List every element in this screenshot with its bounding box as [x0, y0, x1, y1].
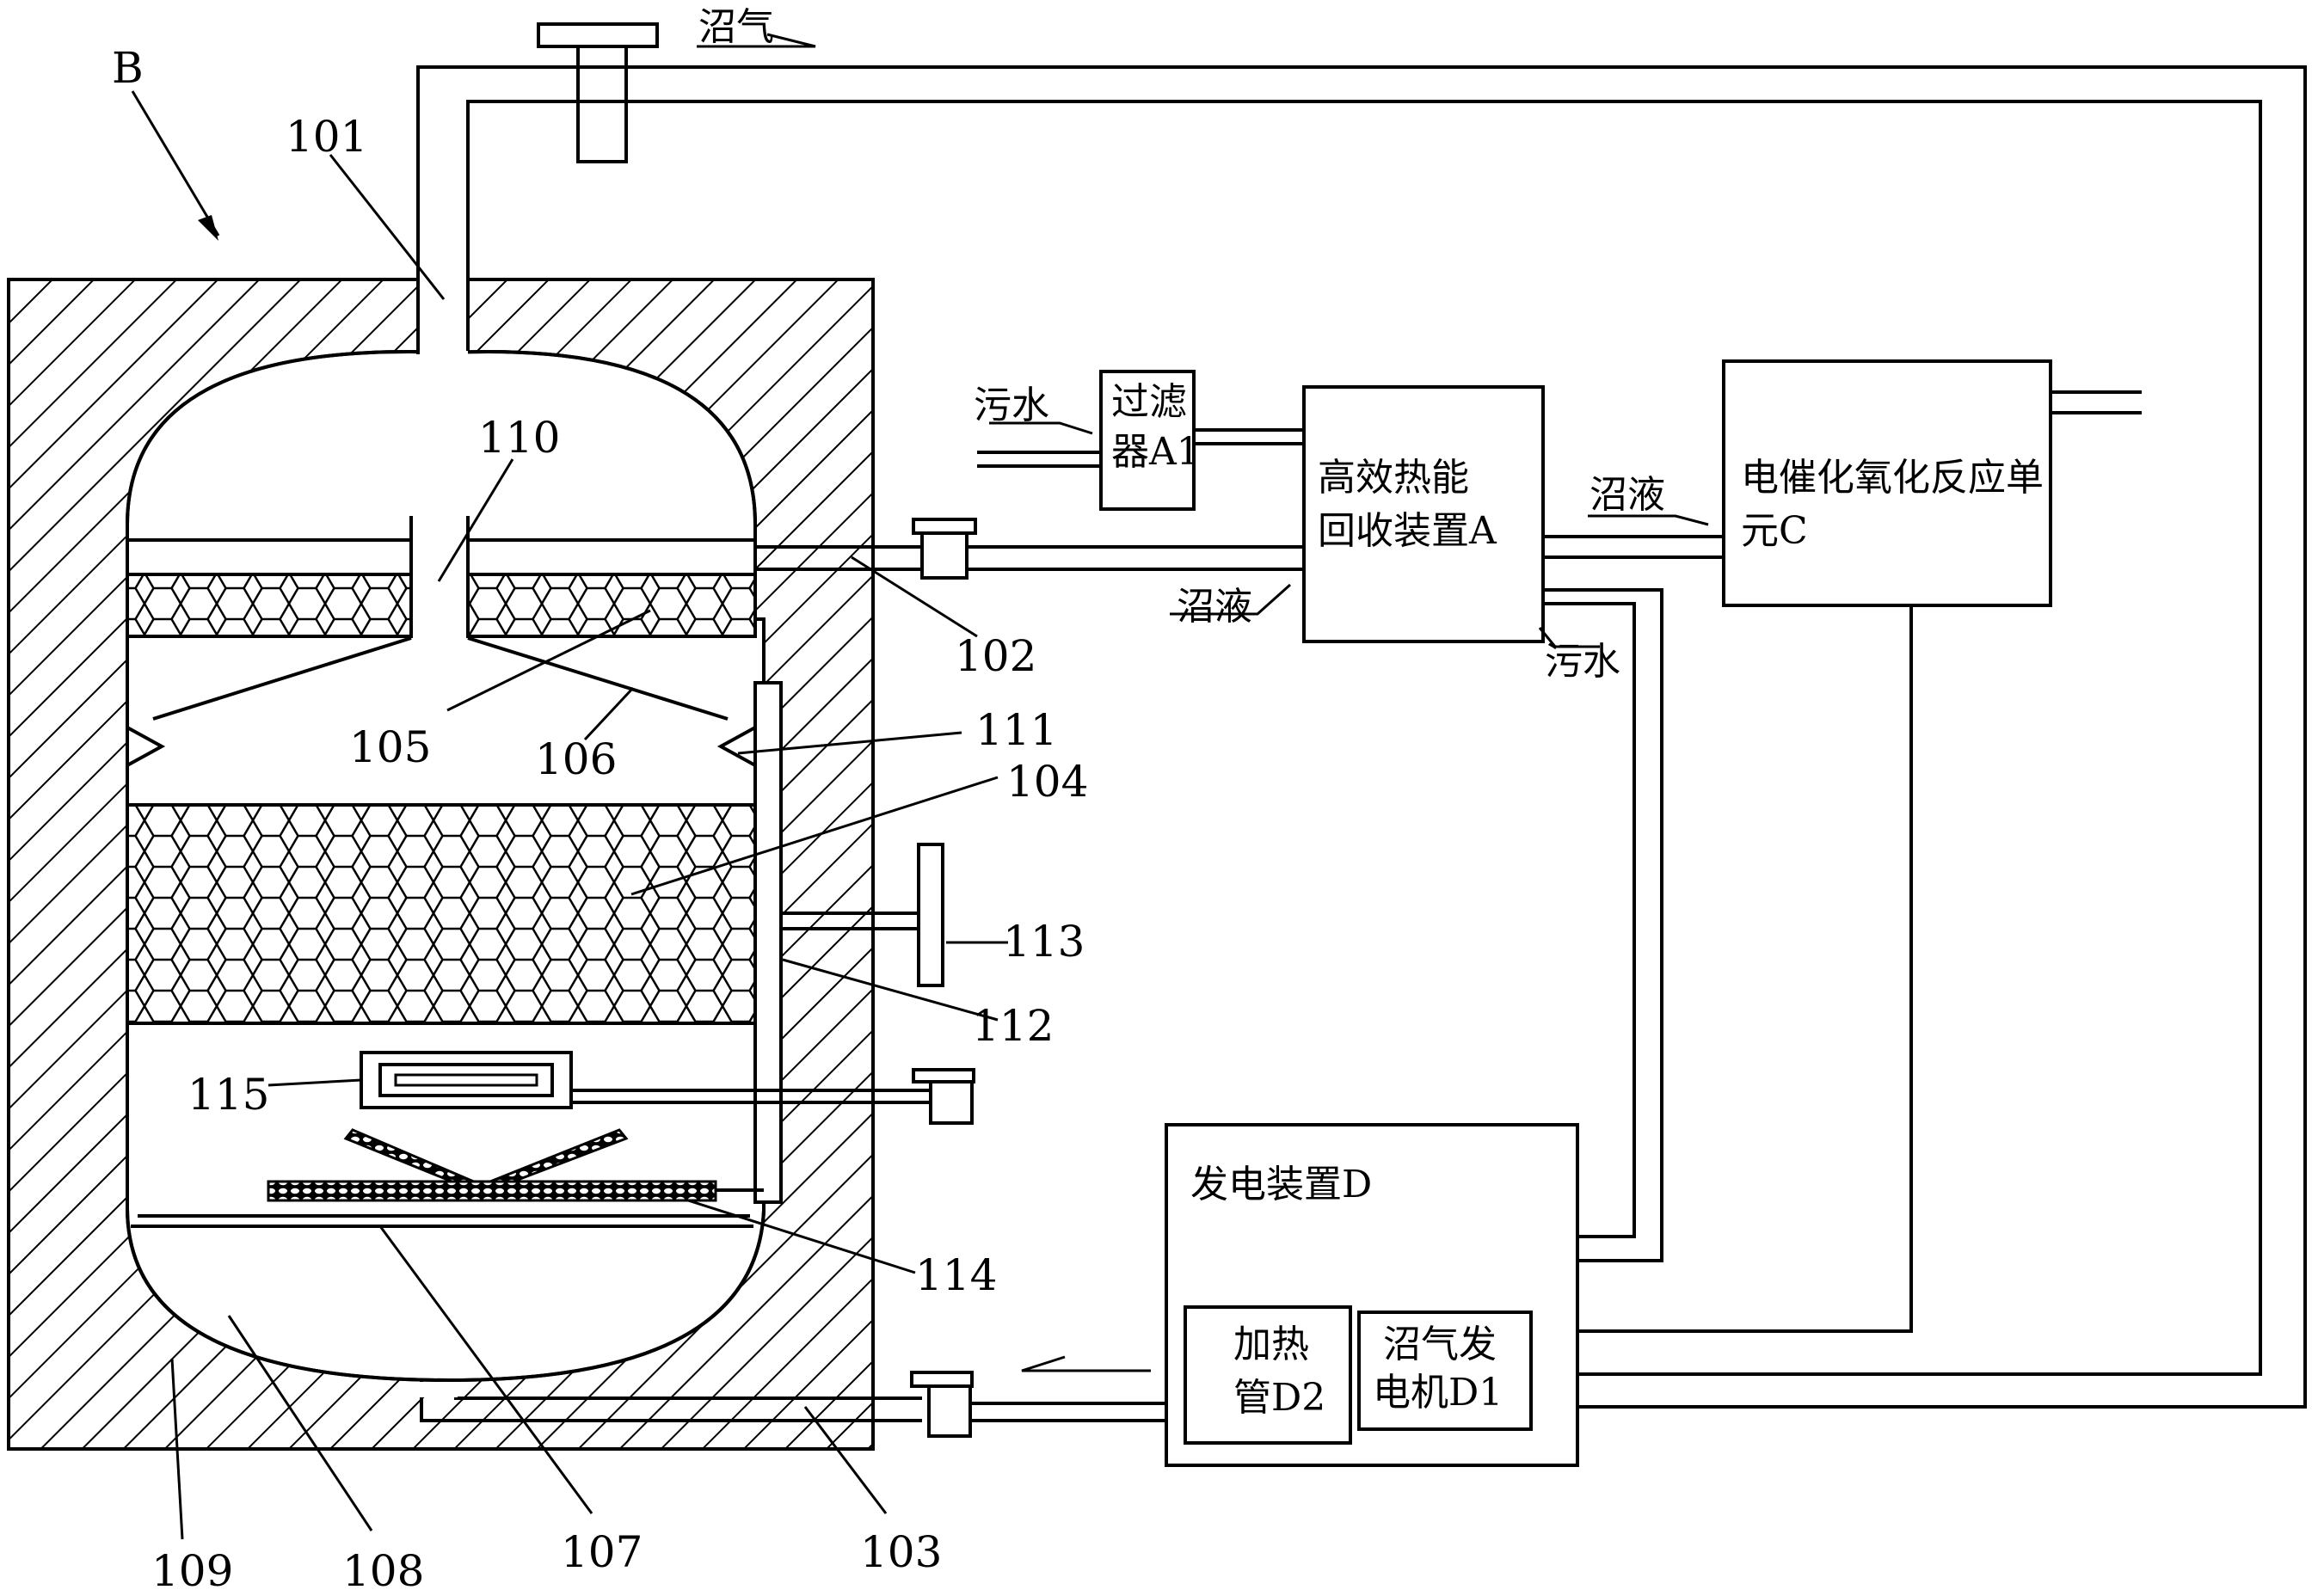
- reactor-vessel: [126, 350, 766, 1383]
- arrow-head-B: [198, 215, 218, 241]
- biogas-generator-d1: [1357, 1311, 1533, 1431]
- label-114: 114: [915, 1250, 997, 1300]
- svg-text:管D2: 管D2: [1233, 1376, 1325, 1420]
- slurry-outlet-valve[interactable]: [920, 531, 968, 580]
- heater-tube-d2: [1184, 1305, 1352, 1445]
- gas-outlet-pipe-101: [418, 275, 468, 358]
- flow-label-biogas-top: 沼气: [698, 5, 774, 49]
- label-111: 111: [975, 705, 1057, 755]
- recirculation-pipe-112: [753, 681, 783, 1204]
- svg-text:沼气发: 沼气发: [1383, 1323, 1497, 1366]
- svg-text:发电装置D: 发电装置D: [1190, 1163, 1372, 1206]
- flow-label-slurry-in: 沼液: [1177, 585, 1252, 629]
- label-101: 101: [286, 112, 367, 162]
- sampling-port-113[interactable]: [917, 843, 944, 987]
- flow-label-slurry-out: 沼液: [1590, 473, 1665, 517]
- distributor-plate-114: [267, 1180, 717, 1202]
- filter-a1: [1099, 370, 1196, 511]
- svg-text:元C: 元C: [1741, 509, 1808, 553]
- bottom-flow-arrow: [1021, 1355, 1151, 1372]
- svg-text:回收装置A: 回收装置A: [1318, 509, 1497, 553]
- heat-recovery-device-a: [1302, 385, 1545, 643]
- biogas-main-line: [416, 65, 2307, 1409]
- label-105: 105: [349, 722, 431, 772]
- central-riser-110: [411, 516, 468, 638]
- svg-text:高效热能: 高效热能: [1318, 456, 1469, 500]
- label-102: 102: [955, 631, 1036, 681]
- top-gas-valve[interactable]: [537, 22, 659, 48]
- baffle-106-right: [467, 636, 729, 721]
- label-107: 107: [561, 1527, 643, 1577]
- label-109: 109: [151, 1546, 233, 1596]
- packing-layer-105-right: [466, 573, 757, 638]
- bottom-loop-valve[interactable]: [927, 1384, 972, 1438]
- packing-layer-104: [126, 803, 757, 1025]
- label-108: 108: [342, 1546, 424, 1596]
- label-115: 115: [188, 1070, 269, 1120]
- baffle-106-left: [152, 636, 412, 721]
- svg-text:器A1: 器A1: [1111, 430, 1201, 474]
- label-B: B: [112, 43, 144, 93]
- svg-text:加热: 加热: [1233, 1323, 1309, 1366]
- packing-layer-105-left: [126, 573, 413, 638]
- label-106: 106: [535, 734, 617, 784]
- svg-text:电机D1: 电机D1: [1373, 1371, 1503, 1415]
- label-112: 112: [972, 1001, 1054, 1051]
- deflector-111-right: [716, 726, 756, 767]
- label-103: 103: [860, 1527, 942, 1577]
- electro-oxidation-unit-c: [1722, 359, 2052, 607]
- label-110: 110: [478, 413, 560, 463]
- flow-label-sewage-in: 污水: [974, 384, 1049, 427]
- svg-text:电催化氧化反应单: 电催化氧化反应单: [1741, 456, 2044, 500]
- label-104: 104: [1006, 757, 1088, 807]
- deflector-111-left: [126, 726, 166, 767]
- label-113: 113: [1003, 917, 1085, 967]
- svg-text:过滤: 过滤: [1111, 380, 1187, 424]
